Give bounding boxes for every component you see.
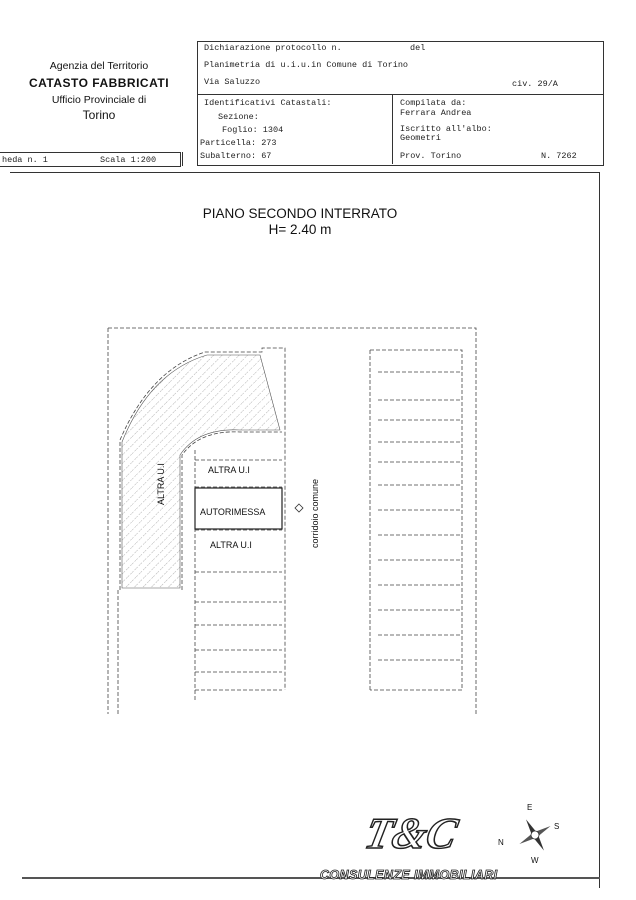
- sezione-field: Sezione:: [218, 112, 259, 122]
- province-field: Prov. Torino: [400, 151, 462, 161]
- ramp-hatch: [121, 354, 281, 589]
- agency-name: Agenzia del Territorio: [49, 60, 149, 72]
- scheda-number: heda n. 1: [2, 155, 48, 165]
- header-form: [197, 41, 604, 166]
- subalterno-field: Subalterno: 67: [200, 151, 272, 161]
- frame-bottom: [22, 877, 600, 879]
- tc-logo-mark: T&C: [360, 808, 462, 859]
- catasto-fabbricati-title: CATASTO FABBRICATI: [28, 76, 170, 90]
- albo-label: Iscritto all'albo:: [400, 124, 492, 134]
- altra-ui-vertical-label: ALTRA U.I: [156, 463, 166, 505]
- scala-value: Scala 1:200: [100, 155, 157, 165]
- frame-right: [599, 172, 600, 888]
- albo-value: Geometri: [400, 133, 441, 143]
- ufficio-provinciale: Ufficio Provinciale di: [51, 94, 147, 106]
- particella-field: Particella: 273: [200, 138, 277, 148]
- altra-ui-top-label: ALTRA U.I: [208, 465, 250, 475]
- ramp-outline: [119, 347, 286, 690]
- province-name: Torino: [82, 108, 116, 122]
- foglio-field: Foglio: 1304: [222, 125, 284, 135]
- plan-height: H= 2.40 m: [268, 222, 332, 237]
- compiler-name: Ferrara Andrea: [400, 108, 472, 118]
- outer-perimeter: [108, 327, 477, 714]
- autorimessa-outline: [194, 487, 283, 530]
- protocol-label: Dichiarazione protocollo n.: [204, 43, 342, 53]
- altra-ui-bottom-label: ALTRA U.I: [210, 540, 252, 550]
- tc-logo-tagline: CONSULENZE IMMOBILIARI: [320, 868, 498, 883]
- compass-e: E: [527, 803, 533, 812]
- autorimessa-label: AUTORIMESSA: [200, 507, 266, 517]
- compass-s: S: [554, 822, 560, 831]
- plan-title: PIANO SECONDO INTERRATO: [202, 206, 398, 221]
- frame-joint: [182, 152, 183, 166]
- header-column-divider: [392, 94, 393, 164]
- compass-rose-icon: [519, 819, 551, 851]
- street-name: Via Saluzzo: [204, 77, 261, 87]
- frame-top: [10, 172, 600, 173]
- compiled-label: Compilata da:: [400, 98, 467, 108]
- corridor-arrow-icon: [294, 503, 304, 513]
- del-label: del: [410, 43, 426, 53]
- civic-number: civ. 29/A: [512, 79, 558, 89]
- compass-w: W: [531, 856, 539, 865]
- cadastral-title: Identificativi Catastali:: [204, 98, 332, 108]
- registration-number: N. 7262: [541, 151, 577, 161]
- compass-n: N: [498, 838, 504, 847]
- corridor-label: corridoio comune: [310, 478, 320, 548]
- planimetria-text: Planimetria di u.i.u.in Comune di Torino: [204, 60, 409, 70]
- header-divider: [197, 94, 603, 95]
- scheda-strip: heda n. 1 Scala 1:200: [0, 152, 181, 167]
